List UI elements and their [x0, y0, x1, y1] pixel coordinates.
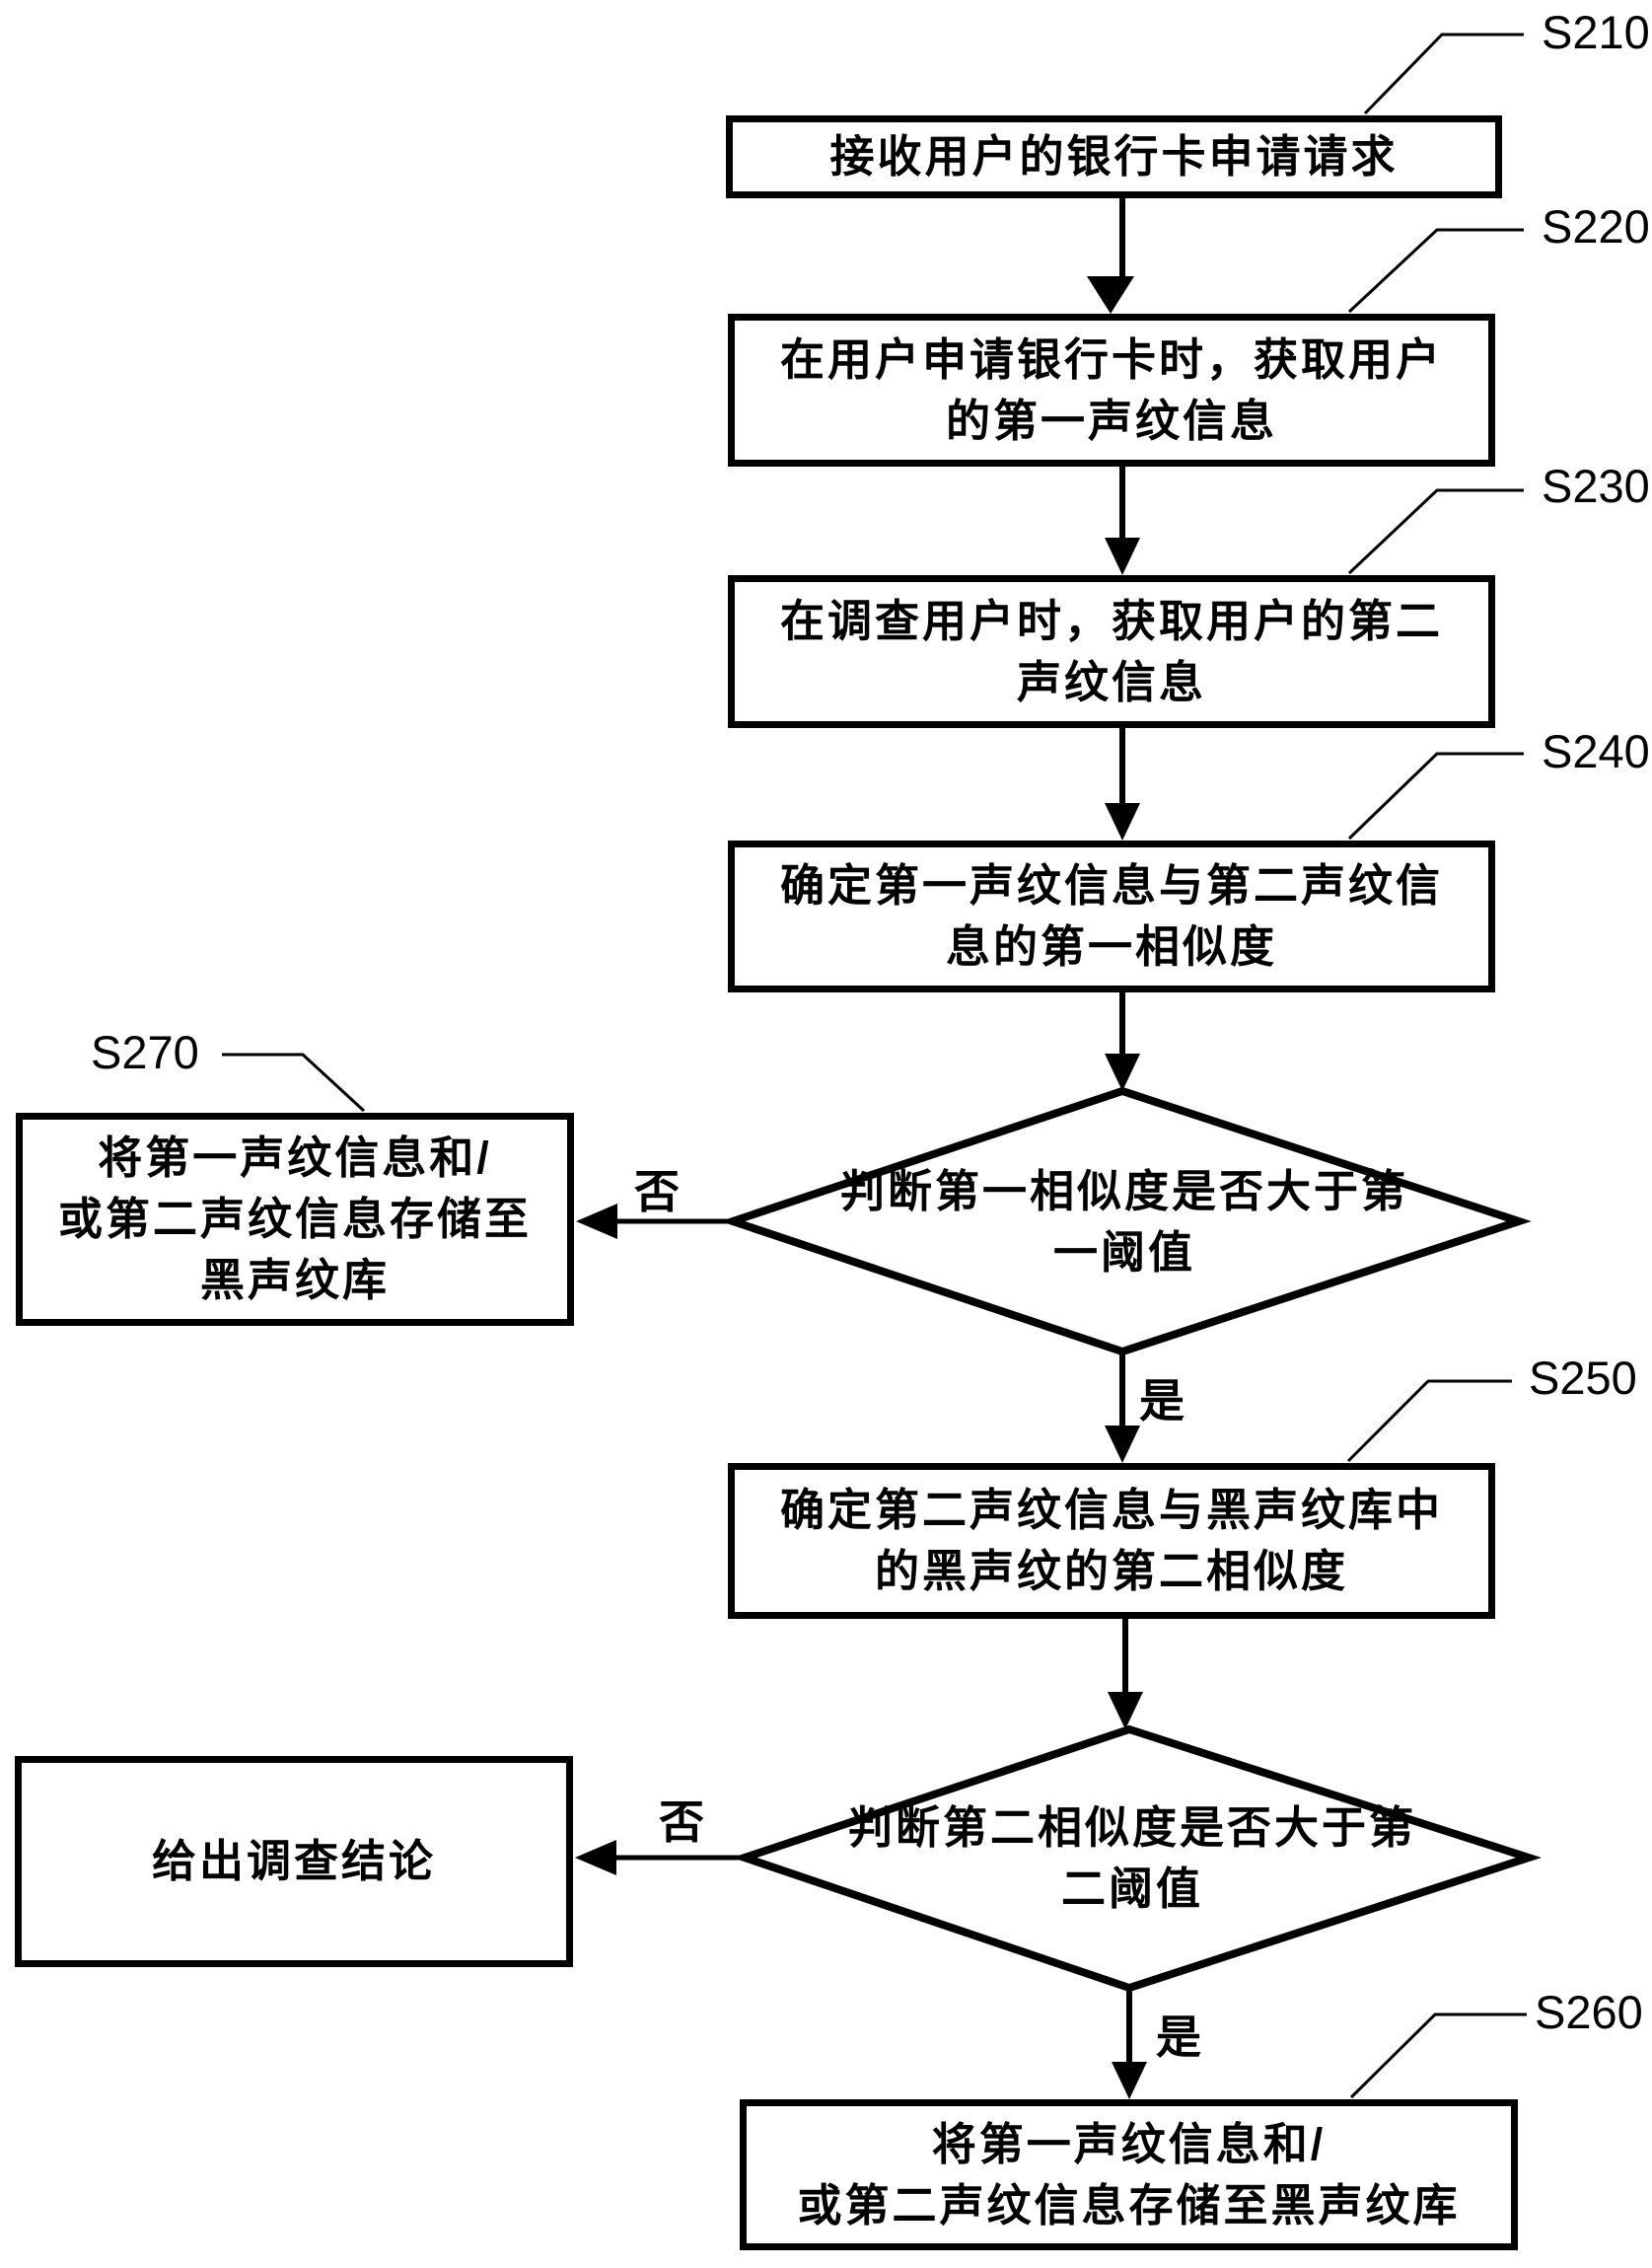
step-label-s210: S210 [1542, 6, 1650, 58]
flow-arrow-s210-s220 [1087, 197, 1134, 314]
ref-connector-s260 [1349, 2012, 1527, 2099]
step-text-line: 在调查用户时，获取用户的第二 [779, 595, 1443, 646]
flow-arrow-s230-s240 [1105, 727, 1140, 841]
step-text-line: 声纹信息 [1016, 656, 1206, 707]
decision-text-line: 判断第一相似度是否大于第 [839, 1165, 1408, 1216]
ref-connector-s230 [1347, 488, 1524, 575]
flow-arrow-s220-s230 [1105, 466, 1140, 575]
step-box-s260: 将第一声纹信息和/ 或第二声纹信息存储至黑声纹库 [740, 2099, 1518, 2250]
step-text-line: 确定第二声纹信息与黑声纹库中 [779, 1485, 1443, 1535]
step-text-line: 在用户申请银行卡时，获取用户 [779, 333, 1443, 385]
step-text-line: 给出调查结论 [151, 1836, 436, 1886]
step-box-conclusion: 给出调查结论 [15, 1756, 573, 1967]
flow-arrow-s250-decision2 [1108, 1618, 1143, 1729]
branch-label-yes-2: 是 [1156, 2012, 1201, 2063]
step-text-line: 确定第一声纹信息与第二声纹信 [779, 860, 1443, 911]
step-box-s250: 确定第二声纹信息与黑声纹库中 的黑声纹的第二相似度 [728, 1463, 1495, 1619]
step-text-line: 的第一声纹信息 [945, 395, 1277, 446]
step-label-s240: S240 [1542, 725, 1650, 777]
step-label-s220: S220 [1542, 200, 1650, 253]
ref-connector-s250 [1346, 1379, 1512, 1463]
step-text-line: 或第二声纹信息存储至 [57, 1194, 532, 1244]
flow-arrow-s240-decision1 [1105, 991, 1140, 1091]
flow-arrow-decision1-s250 [1105, 1352, 1140, 1463]
step-label-s250: S250 [1529, 1352, 1637, 1404]
decision-diamond-2 [732, 1724, 1542, 1993]
step-box-s230: 在调查用户时，获取用户的第二 声纹信息 [728, 575, 1495, 728]
step-text-line: 的黑声纹的第二相似度 [874, 1546, 1348, 1596]
ref-connector-s210 [1363, 33, 1524, 115]
step-text-line: 或第二声纹信息存储至黑声纹库 [797, 2179, 1461, 2231]
step-box-s270: 将第一声纹信息和/ 或第二声纹信息存储至 黑声纹库 [16, 1113, 574, 1326]
step-text-line: 息的第一相似度 [945, 921, 1277, 972]
step-label-s260: S260 [1535, 1986, 1643, 2038]
ref-connector-s270 [222, 1053, 366, 1113]
decision-text-line: 判断第二相似度是否大于第 [847, 1801, 1416, 1853]
branch-label-yes-1: 是 [1139, 1375, 1185, 1427]
step-box-s240: 确定第一声纹信息与第二声纹信 息的第一相似度 [728, 841, 1495, 992]
branch-label-no-1: 否 [634, 1166, 680, 1217]
flow-arrow-decision2-conclusion [575, 1840, 743, 1875]
step-label-s230: S230 [1542, 460, 1650, 512]
decision-diamond-1 [720, 1086, 1532, 1356]
decision-text-1: 判断第一相似度是否大于第 一阈值 [733, 1131, 1516, 1313]
step-label-s270: S270 [91, 1026, 199, 1078]
decision-text-2: 判断第二相似度是否大于第 二阈值 [738, 1767, 1527, 1949]
step-box-s210: 接收用户的银行卡申请请求 [726, 115, 1502, 198]
branch-label-no-2: 否 [659, 1796, 704, 1848]
decision-text-line: 二阈值 [1060, 1863, 1203, 1914]
step-text-line: 接收用户的银行卡申请请求 [829, 131, 1399, 182]
flow-arrow-decision1-s270 [576, 1204, 733, 1239]
ref-connector-s220 [1347, 228, 1524, 314]
step-text-line: 将第一声纹信息和/ [98, 1133, 492, 1183]
decision-text-line: 一阈值 [1052, 1226, 1195, 1278]
ref-connector-s240 [1347, 752, 1524, 841]
step-text-line: 将第一声纹信息和/ [931, 2118, 1327, 2169]
step-text-line: 黑声纹库 [199, 1255, 390, 1305]
flow-arrow-decision2-s260 [1112, 1988, 1147, 2099]
step-box-s220: 在用户申请银行卡时，获取用户 的第一声纹信息 [728, 314, 1495, 467]
